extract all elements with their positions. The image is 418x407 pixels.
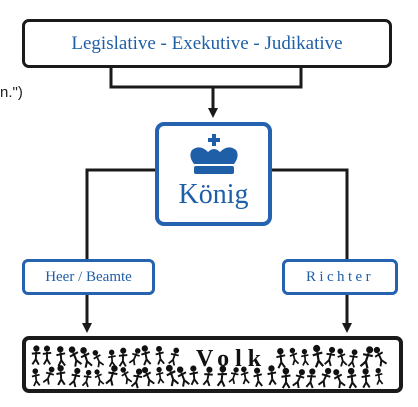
- left-branch-line: [85, 168, 155, 259]
- army-officials-label: Heer / Beamte: [45, 268, 132, 285]
- judges-label: Richter: [306, 268, 374, 285]
- people-label: Volk: [196, 346, 268, 372]
- bracket-connector: [109, 68, 303, 89]
- king-box: König: [155, 122, 272, 226]
- right-branch-line: [272, 168, 349, 259]
- quote-fragment-text: n."): [0, 84, 23, 101]
- people-crowd-icon: [31, 344, 388, 389]
- powers-label: Legislative - Exekutive - Judikative: [71, 32, 343, 54]
- judges-box: Richter: [282, 259, 398, 295]
- crown-icon: [189, 134, 238, 174]
- people-box: Volk: [22, 336, 403, 393]
- powers-box: Legislative - Exekutive - Judikative: [22, 19, 392, 68]
- army-officials-box: Heer / Beamte: [22, 259, 155, 295]
- king-label: König: [178, 179, 249, 210]
